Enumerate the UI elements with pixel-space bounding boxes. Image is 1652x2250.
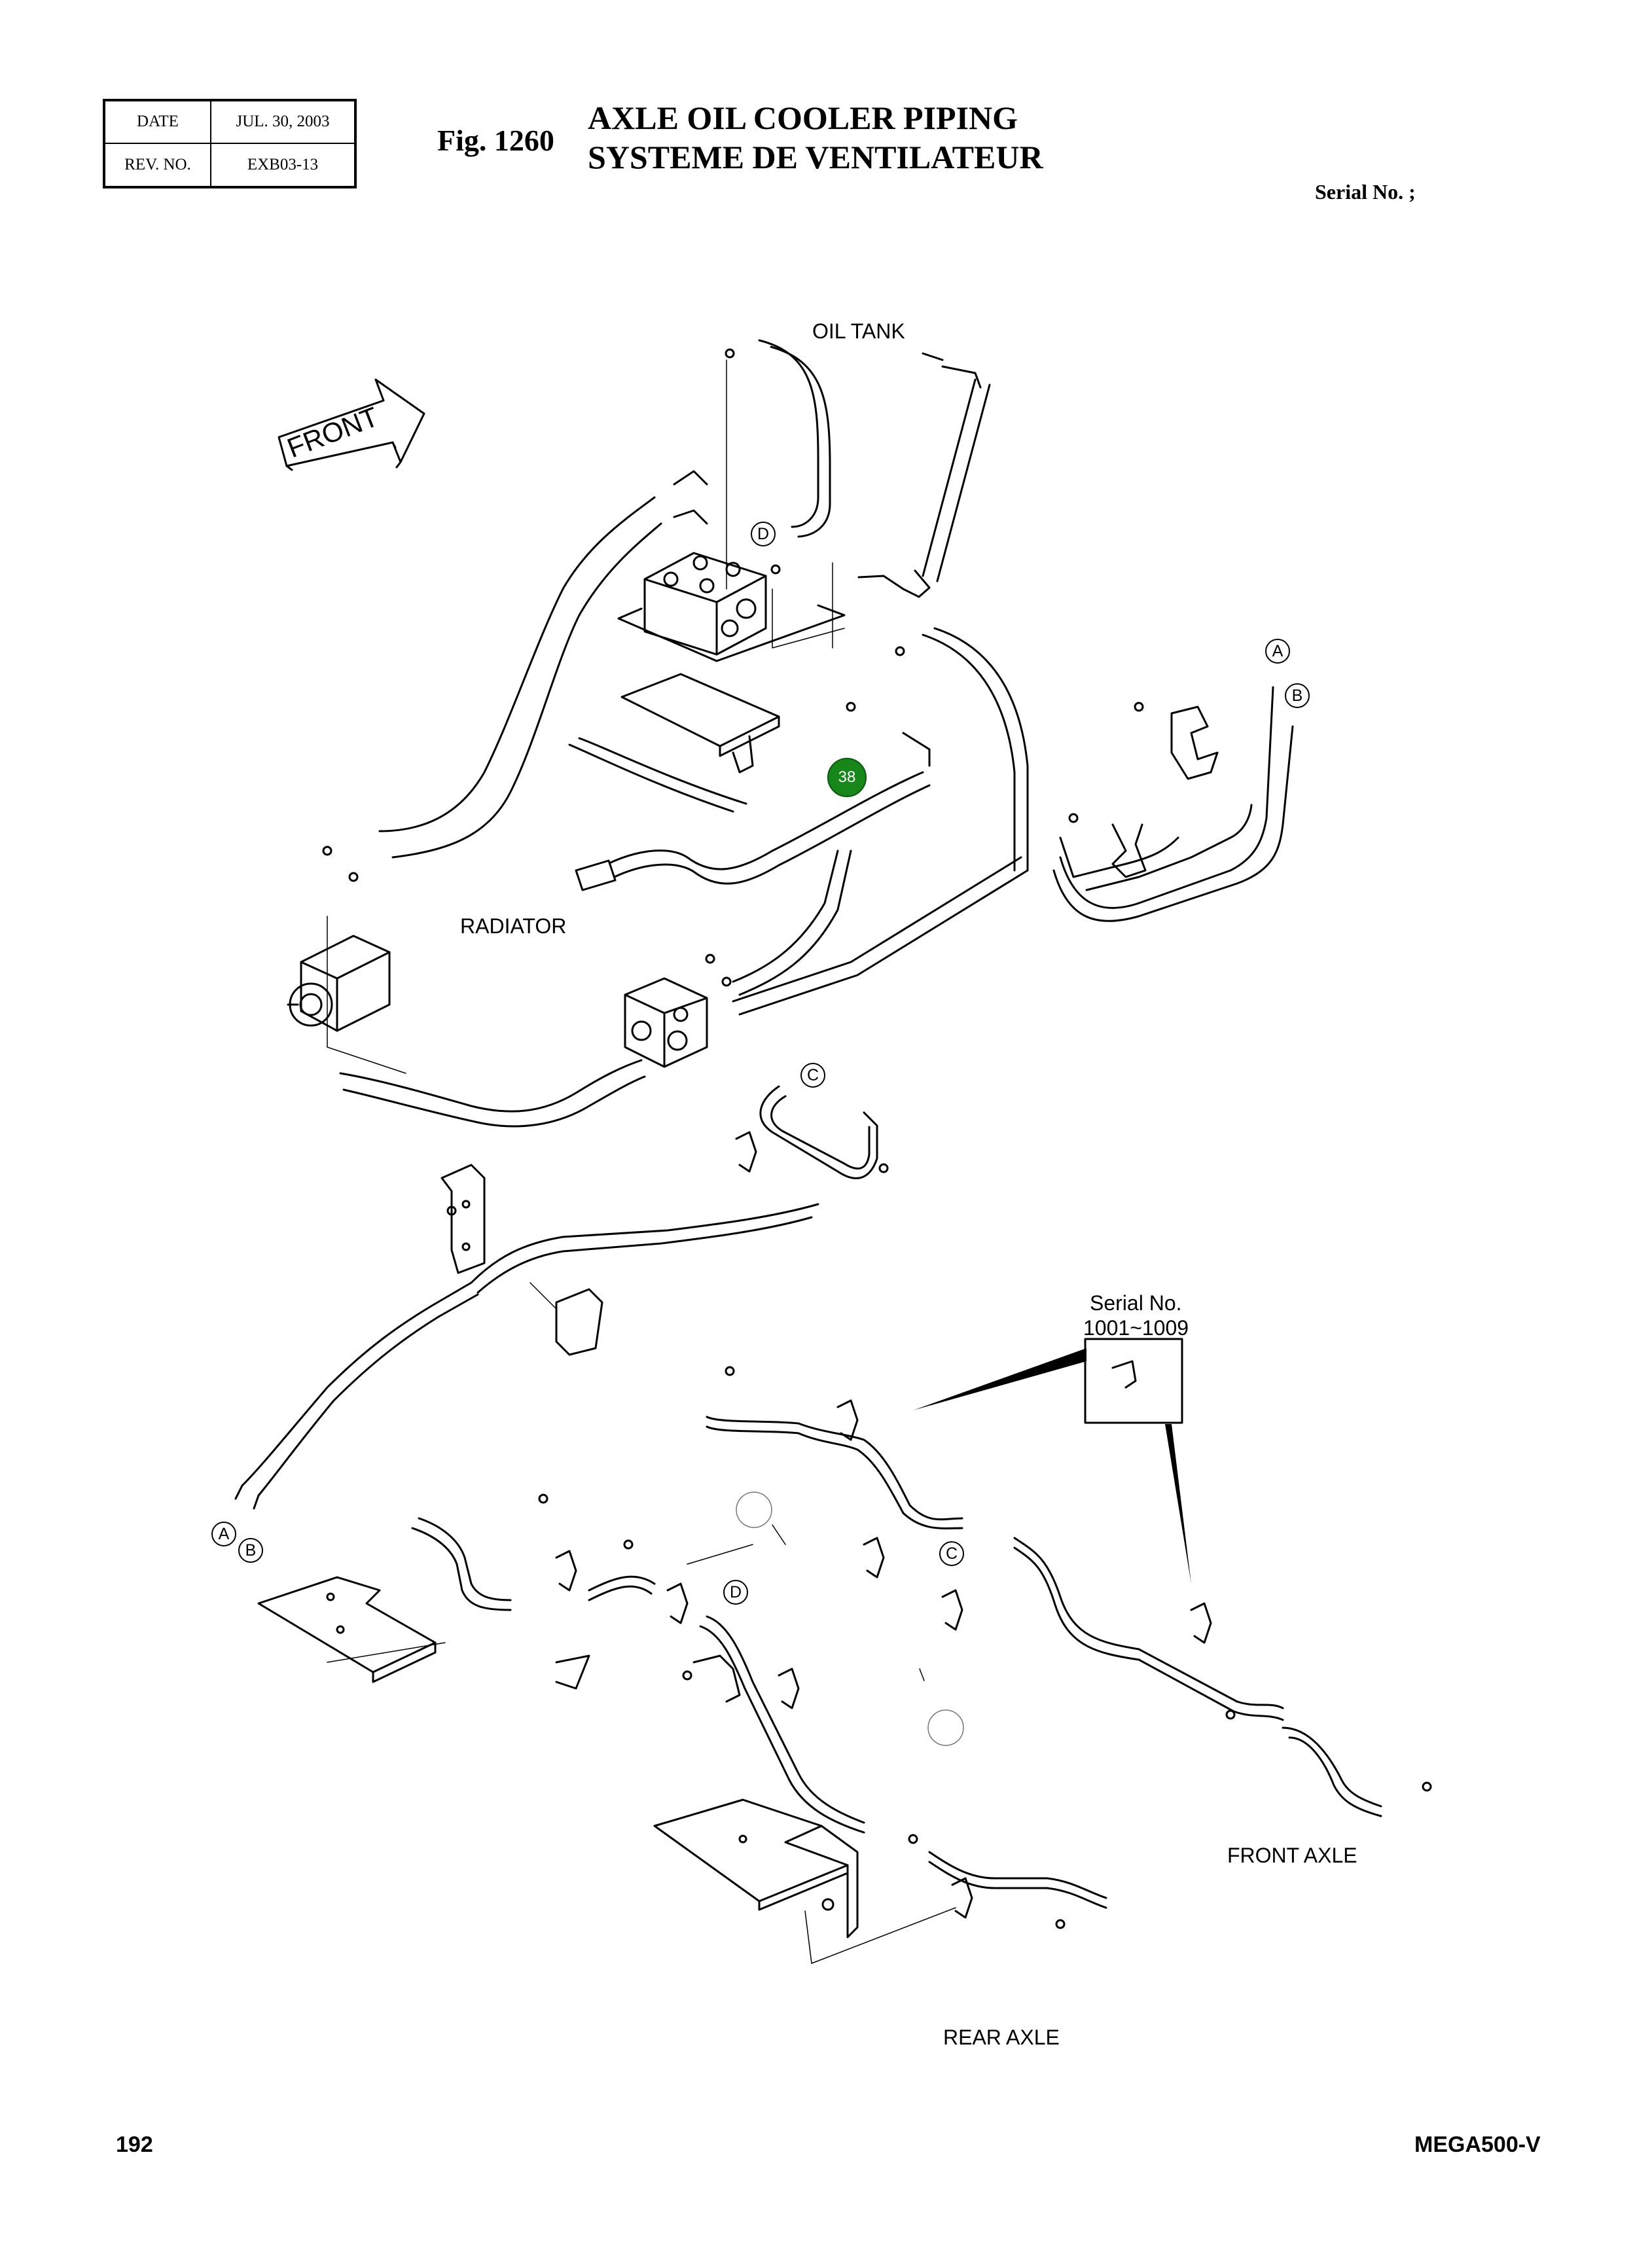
- mid-pipe-to-c: [470, 1085, 878, 1294]
- callout-c-bottom: C: [939, 1541, 964, 1566]
- mid-left-bracket: [440, 1164, 603, 1356]
- oil-tank-hose: [758, 339, 991, 598]
- title-french: SYSTEME DE VENTILATEUR: [588, 139, 1043, 175]
- lower-valve-block: [624, 977, 708, 1068]
- rev-value: EXB03-13: [247, 155, 319, 173]
- radiator-label: RADIATOR: [460, 914, 567, 938]
- serial-inset-range: 1001~1009: [1083, 1316, 1189, 1340]
- callout-b-top: B: [1285, 683, 1310, 708]
- date-label: DATE: [105, 101, 211, 143]
- reference-circles: [736, 1491, 964, 1746]
- front-axle-pipe: [706, 1416, 1382, 1817]
- oil-tank-label: OIL TANK: [812, 319, 905, 343]
- right-hose-to-ab: [922, 627, 1294, 922]
- serial-inset-box: [913, 1338, 1191, 1584]
- right-axle-plate: [653, 1798, 859, 1938]
- callout-c-mid: C: [800, 1063, 825, 1088]
- rev-label: REV. NO.: [105, 143, 211, 186]
- callout-a-bottom: A: [211, 1522, 236, 1546]
- title-english: AXLE OIL COOLER PIPING: [588, 99, 1018, 136]
- fittings: [322, 348, 1432, 1929]
- figure-number: Fig. 1260: [437, 124, 554, 157]
- revision-row-date: DATE JUL. 30, 2003: [105, 101, 354, 144]
- date-value: JUL. 30, 2003: [236, 113, 330, 131]
- front-axle-label: FRONT AXLE: [1227, 1844, 1357, 1867]
- page-number: 192: [116, 2132, 153, 2157]
- serial-number-header: Serial No. ;: [1315, 180, 1416, 204]
- lower-hoses-to-ab: [234, 1281, 479, 1510]
- rear-axle-pipe: [411, 1517, 1107, 1909]
- callout-d-bottom: D: [723, 1580, 748, 1605]
- pipe-clamps: [555, 1131, 1212, 1919]
- serial-inset-title: Serial No.: [1090, 1291, 1182, 1315]
- model-name: MEGA500-V: [1414, 2132, 1541, 2157]
- right-bracket: [1111, 705, 1219, 878]
- rear-axle-label: REAR AXLE: [943, 2026, 1060, 2049]
- leader-lines: [327, 359, 956, 1964]
- radiator-hose: [568, 732, 931, 891]
- main-hose-pair: [378, 470, 708, 859]
- hydraulic-pump: [287, 935, 391, 1032]
- callout-d-top: D: [751, 522, 776, 546]
- callout-b-bottom: B: [238, 1538, 263, 1563]
- part-highlight-badge[interactable]: 38: [827, 758, 867, 797]
- revision-table: DATE JUL. 30, 2003 REV. NO. EXB03-13: [103, 99, 357, 188]
- front-direction-arrow: [278, 378, 425, 471]
- bracket-plate: [620, 673, 780, 774]
- valve-block: [617, 552, 846, 662]
- left-axle-plate: [257, 1576, 437, 1683]
- figure-title: AXLE OIL COOLER PIPING SYSTEME DE VENTIL…: [588, 98, 1043, 177]
- pump-hoses: [339, 849, 1029, 1128]
- callout-a-top: A: [1265, 639, 1290, 664]
- revision-row-rev: REV. NO. EXB03-13: [105, 143, 354, 186]
